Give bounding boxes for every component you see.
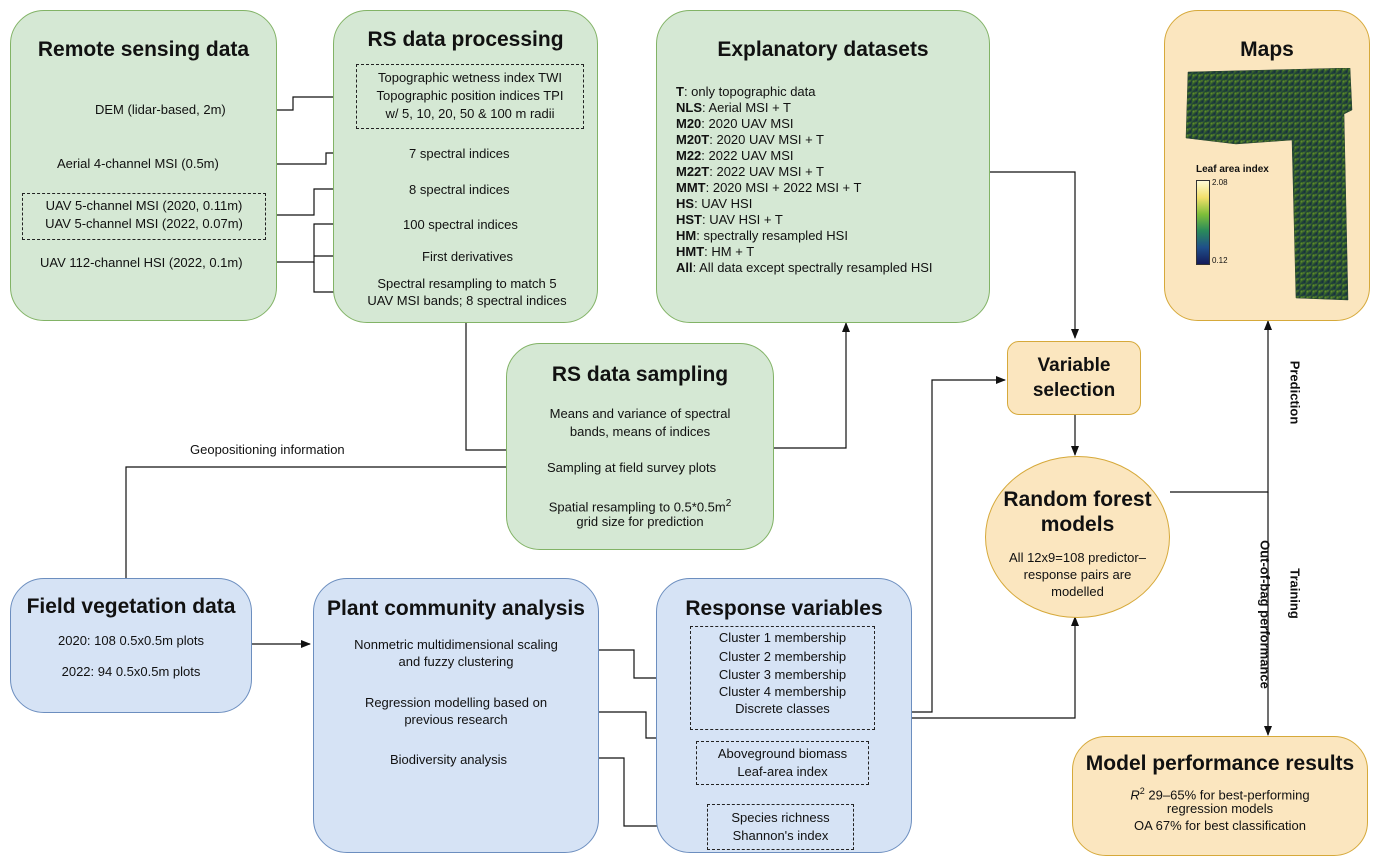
sampling-field-plots: Sampling at field survey plots [547, 460, 717, 475]
training-label: Training [1287, 568, 1303, 619]
twi-label: Topographic wetness index TWI [377, 70, 563, 85]
random-forest-title-line1: Random forest [1003, 488, 1152, 511]
results-classification: OA 67% for best classification [1134, 818, 1306, 833]
explanatory-item-hst: HST: UAV HSI + T [676, 212, 783, 227]
map-legend-min: 0.12 [1212, 256, 1228, 265]
rs-processing-box [333, 10, 598, 323]
explanatory-datasets-box [656, 10, 990, 323]
variable-selection-line2: selection [1032, 380, 1116, 401]
prediction-label: Prediction [1287, 360, 1303, 425]
regression-line1: Regression modelling based on [364, 695, 548, 710]
explanatory-item-m22: M22: 2022 UAV MSI [676, 148, 794, 163]
remote-sensing-data-box [10, 10, 277, 321]
uav-msi-2022-label: UAV 5-channel MSI (2022, 0.07m) [45, 216, 243, 231]
explanatory-item-m20t: M20T: 2020 UAV MSI + T [676, 132, 824, 147]
arrow-response-variable [912, 376, 1006, 713]
explanatory-title: Explanatory datasets [717, 38, 929, 61]
model-performance-title: Model performance results [1085, 752, 1355, 775]
species-richness: Species richness [731, 810, 830, 825]
arrow-explanatory-variable [990, 171, 1079, 339]
explanatory-item-m20: M20: 2020 UAV MSI [676, 116, 794, 131]
rs-processing-title: RS data processing [367, 28, 564, 51]
arrow-geo-sampling [125, 463, 533, 578]
explanatory-item-hmt: HMT: HM + T [676, 244, 755, 259]
uav-hsi-label: UAV 112-channel HSI (2022, 0.1m) [40, 255, 243, 270]
sampling-means-line2: bands, means of indices [569, 424, 711, 439]
variable-selection-box [1007, 341, 1141, 415]
aboveground-biomass: Aboveground biomass [717, 746, 848, 761]
topographic-group [356, 64, 584, 129]
shannon-index: Shannon's index [732, 828, 829, 843]
explanatory-item-all: All: All data except spectrally resample… [676, 260, 933, 275]
arrow-prediction-maps [1170, 320, 1272, 493]
cluster-3-membership: Cluster 3 membership [718, 667, 847, 682]
richness-group [707, 804, 854, 850]
explanatory-item-t: T: only topographic data [676, 84, 816, 99]
uav-msi-2020-label: UAV 5-channel MSI (2020, 0.11m) [45, 198, 243, 213]
explanatory-item-hs: HS: UAV HSI [676, 196, 753, 211]
oob-performance-label: Out-of-bag performance [1257, 540, 1273, 689]
explanatory-item-m22t: M22T: 2022 UAV MSI + T [676, 164, 824, 179]
leaf-area-index: Leaf-area index [737, 764, 828, 779]
variable-selection-line1: Variable [1037, 355, 1111, 376]
spectral-resampling-line1: Spectral resampling to match 5 [377, 276, 557, 291]
biodiversity-analysis: Biodiversity analysis [390, 752, 508, 767]
nmds-line2: and fuzzy clustering [398, 654, 514, 669]
random-forest-line2: response pairs are [1023, 567, 1132, 582]
tpi-radii-label: w/ 5, 10, 20, 50 & 100 m radii [385, 106, 555, 121]
cluster-4-membership: Cluster 4 membership [718, 684, 847, 699]
cluster-2-membership: Cluster 2 membership [718, 649, 847, 664]
leaf-area-index-map [1185, 68, 1353, 301]
nmds-line1: Nonmetric multidimensional scaling [354, 637, 558, 652]
regression-line2: previous research [404, 712, 508, 727]
plant-community-box [313, 578, 599, 853]
remote-sensing-title: Remote sensing data [37, 38, 250, 61]
dem-label: DEM (lidar-based, 2m) [95, 102, 226, 117]
cluster-1-membership: Cluster 1 membership [718, 630, 847, 645]
results-regression-models: regression models [1166, 801, 1274, 816]
sampling-means-line1: Means and variance of spectral [549, 406, 731, 421]
map-legend-colorbar [1196, 180, 1210, 265]
biomass-group [696, 741, 869, 785]
discrete-classes: Discrete classes [735, 701, 830, 716]
arrow-sampling-explanatory [774, 322, 850, 449]
field-vegetation-box [10, 578, 252, 713]
random-forest-line1: All 12x9=108 predictor– [1009, 550, 1146, 565]
random-forest-title-line2: models [1040, 513, 1115, 536]
spectral-indices-100: 100 spectral indices [403, 217, 518, 232]
first-derivatives: First derivatives [422, 249, 514, 264]
response-variables-box [656, 578, 912, 853]
explanatory-item-nls: NLS: Aerial MSI + T [676, 100, 791, 115]
field-2020-plots: 2020: 108 0.5x0.5m plots [58, 633, 204, 648]
spectral-resampling-line2: UAV MSI bands; 8 spectral indices [367, 293, 567, 308]
maps-title: Maps [1240, 38, 1294, 61]
plant-community-title: Plant community analysis [327, 597, 585, 620]
field-2022-plots: 2022: 94 0.5x0.5m plots [61, 664, 201, 679]
geopositioning-label: Geopositioning information [190, 442, 345, 457]
spectral-indices-7: 7 spectral indices [409, 146, 510, 161]
field-vegetation-title: Field vegetation data [26, 595, 236, 618]
explanatory-item-mmt: MMT: 2020 MSI + 2022 MSI + T [676, 180, 862, 195]
map-legend-max: 2.08 [1212, 178, 1228, 187]
model-performance-box [1072, 736, 1368, 856]
tpi-label: Topographic position indices TPI [376, 88, 564, 103]
rs-sampling-title: RS data sampling [551, 363, 729, 386]
uav-msi-group [22, 193, 266, 240]
cluster-group [690, 626, 875, 730]
rs-sampling-box [506, 343, 774, 550]
random-forest-ellipse [985, 456, 1170, 618]
aerial-msi-label: Aerial 4-channel MSI (0.5m) [57, 156, 219, 171]
random-forest-line3: modelled [1051, 584, 1104, 599]
results-r2-line: R2 29–65% for best-performing [1130, 786, 1310, 803]
arrow-response-randomforest [912, 616, 1079, 719]
explanatory-item-hm: HM: spectrally resampled HSI [676, 228, 848, 243]
response-variables-title: Response variables [685, 597, 883, 620]
sampling-spatial-resampling: Spatial resampling to 0.5*0.5m2 [548, 498, 732, 515]
spectral-indices-8: 8 spectral indices [409, 182, 510, 197]
sampling-grid-size: grid size for prediction [576, 514, 704, 529]
map-legend-title: Leaf area index [1196, 164, 1269, 175]
